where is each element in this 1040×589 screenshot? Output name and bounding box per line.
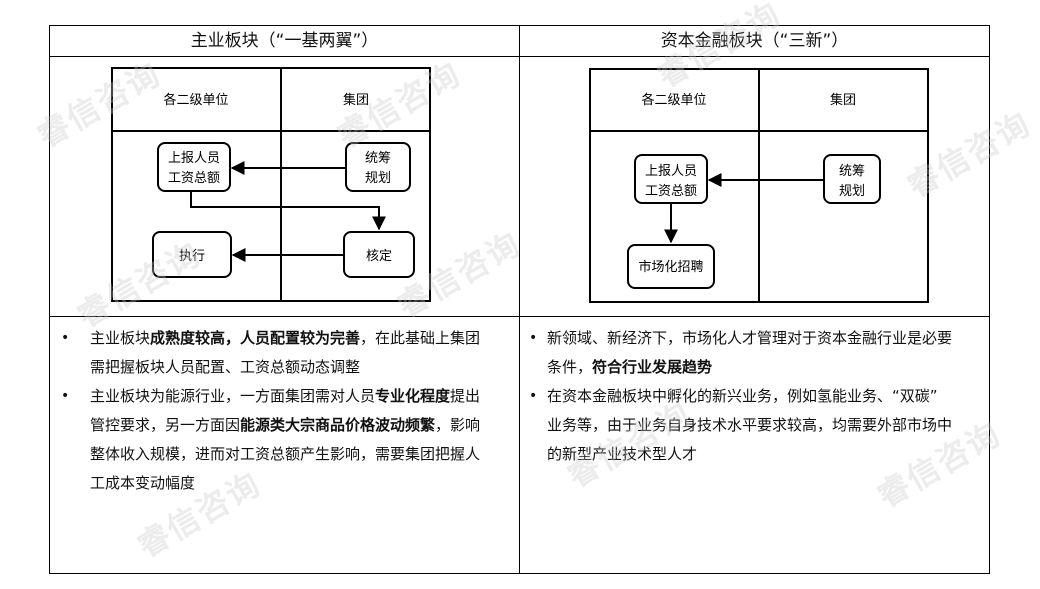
right-bullet-line: 的新型产业技术型人才 [547, 440, 987, 469]
left-bullet-text: 主业板块成熟度较高，人员配置较为完善，在此基础上集团需把握板块人员配置、工资总额… [90, 324, 515, 498]
right-node-plan-line1: 统筹 [839, 163, 865, 179]
left-bullet-line: 主业板块成熟度较高，人员配置较为完善，在此基础上集团 [90, 324, 515, 353]
left-node-approve-label: 核定 [366, 249, 392, 264]
left-header: 主业板块（“一基两翼”） [190, 31, 379, 51]
left-bullet-segment: 提出 [450, 387, 481, 405]
right-bullet-line: 条件，符合行业发展趋势 [547, 353, 987, 382]
right-bullet-line: 在资本金融板块中孵化的新兴业务，例如氢能业务、“双碳” [547, 382, 987, 411]
left-node-report-line2: 工资总额 [168, 171, 220, 186]
right-node-recruit-label: 市场化招聘 [638, 259, 703, 275]
right-bullet-segment: 在资本金融板块中孵化的新兴业务，例如氢能业务、“双碳” [547, 387, 938, 405]
left-lane-label-units: 各二级单位 [163, 92, 228, 108]
left-arrow-report-to-approve [190, 191, 386, 231]
left-bullet-line: 管控要求，另一方面因能源类大宗商品价格波动频繁，影响 [90, 411, 515, 440]
right-bullet-segment: 新领域、新经济下，市场化人才管理对于资本金融行业是必要 [547, 329, 953, 347]
right-node-plan-line2: 规划 [839, 184, 865, 199]
left-bullet-dot-2: • [61, 388, 70, 404]
right-node-report-line2: 工资总额 [645, 184, 697, 199]
right-node-recruit [627, 244, 715, 289]
left-node-execute [152, 231, 232, 278]
right-bullet-line: 业务等，由于业务自身技术水平要求较高，均需要外部市场中 [547, 411, 987, 440]
left-node-execute-label: 执行 [179, 249, 205, 264]
left-bullet-segment: 主业板块为能源行业，一方面集团需对人员 [90, 387, 376, 405]
left-bullet-segment: 专业化程度 [375, 387, 451, 405]
right-bullet-segment: 条件， [547, 358, 593, 376]
left-node-plan-line1: 统筹 [365, 150, 391, 166]
right-bullet-line: 新领域、新经济下，市场化人才管理对于资本金融行业是必要 [547, 324, 987, 353]
left-node-report-line1: 上报人员 [168, 151, 220, 166]
left-bullet-line: 整体收入规模，进而对工资总额产生影响，需要集团把握人 [90, 440, 515, 469]
left-bullet-segment: 工成本变动幅度 [90, 474, 196, 492]
right-node-report-line1: 上报人员 [645, 164, 697, 179]
left-bullet-segment: ，在此基础上集团 [360, 329, 481, 347]
left-lane-label-group: 集团 [343, 92, 369, 108]
left-bullet-segment: 能源类大宗商品价格波动频繁 [240, 416, 436, 434]
right-bullet-dot-1: • [529, 330, 538, 346]
left-bullet-dot-1: • [61, 330, 70, 346]
left-bullet-segment: 管控要求，另一方面因 [90, 416, 241, 434]
left-bullet-line: 需把握板块人员配置、工资总额动态调整 [90, 353, 515, 382]
left-bullet-line: 主业板块为能源行业，一方面集团需对人员专业化程度提出 [90, 382, 515, 411]
right-header: 资本金融板块（“三新”） [660, 31, 849, 51]
left-bullet-segment: 需把握板块人员配置、工资总额动态调整 [90, 358, 361, 376]
right-bullet-segment: 符合行业发展趋势 [592, 358, 713, 376]
left-bullet-segment: 主业板块 [90, 329, 151, 347]
left-bullet-segment: 成熟度较高，人员配置较为完善 [150, 329, 361, 347]
right-bullet-segment: 业务等，由于业务自身技术水平要求较高，均需要外部市场中 [547, 416, 953, 434]
right-lane-label-group: 集团 [830, 92, 856, 108]
left-node-report [157, 142, 231, 192]
left-bullet-segment: 整体收入规模，进而对工资总额产生影响，需要集团把握人 [90, 445, 481, 463]
left-node-plan-line2: 规划 [365, 171, 391, 186]
right-bullet-dot-2: • [529, 388, 538, 404]
left-bullet-segment: ，影响 [435, 416, 481, 434]
right-lane-label-units: 各二级单位 [641, 92, 706, 108]
left-bullet-line: 工成本变动幅度 [90, 469, 515, 498]
right-bullet-segment: 的新型产业技术型人才 [547, 445, 698, 463]
right-bullet-text: 新领域、新经济下，市场化人才管理对于资本金融行业是必要条件，符合行业发展趋势在资… [547, 324, 987, 469]
